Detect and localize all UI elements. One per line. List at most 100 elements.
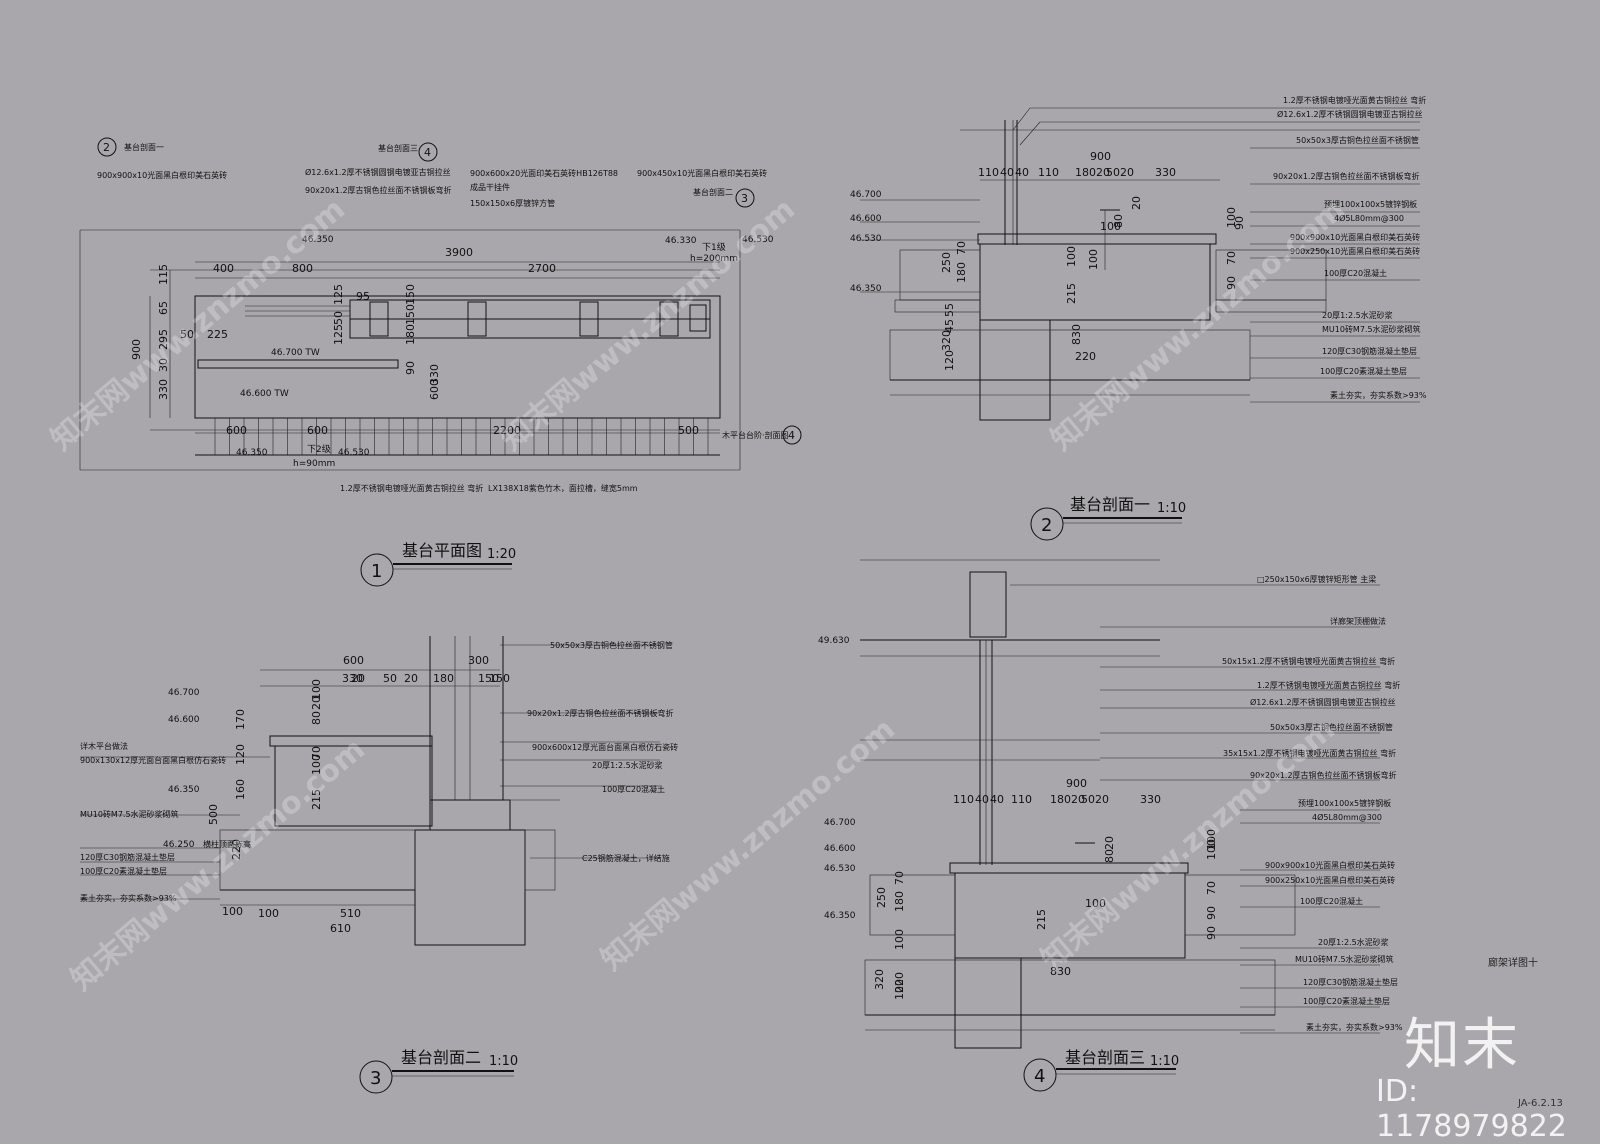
- material-note: □250x150x6厚镀锌矩形管 主梁: [1257, 574, 1376, 584]
- material-note: 900x250x10光面黑白根印美石英砖: [1265, 875, 1395, 885]
- callout-circle: [418, 142, 438, 162]
- dimension-label: 80: [310, 711, 323, 725]
- step-label: 下2级: [307, 443, 331, 455]
- material-note: MU10砖M7.5水泥砂浆砌筑: [1295, 954, 1394, 964]
- dimension-label: 95: [356, 290, 370, 303]
- dimension-label: 45: [943, 319, 956, 333]
- dimension-label: 40: [975, 793, 989, 806]
- view-num: 1: [371, 561, 382, 582]
- dimension-label: 110: [978, 166, 999, 179]
- dimension-label: 55: [943, 303, 956, 317]
- callout-number: 4: [424, 146, 431, 159]
- dimension-label: 330: [1140, 793, 1161, 806]
- dimension-label: 510: [340, 907, 361, 920]
- level-mark: 46.530: [850, 234, 882, 244]
- dimension-label: 100: [310, 754, 323, 775]
- material-note: 100厚C20素混凝土垫层: [1303, 996, 1390, 1006]
- dimension-label: 20: [310, 696, 323, 710]
- material-note: 900x450x10光面黑白根印美石英砖: [637, 168, 767, 178]
- callout-circle: [782, 425, 802, 445]
- level-mark: 46.530: [338, 448, 370, 458]
- material-note: 100厚C20素混凝土垫层: [1320, 366, 1407, 376]
- dimension-label: 150: [478, 672, 499, 685]
- dimension-label: 20: [404, 672, 418, 685]
- material-note: 900x900x10光面黑白根印美石英砖: [97, 170, 227, 180]
- material-note: MU10砖M7.5水泥砂浆砌筑: [80, 809, 179, 819]
- level-mark: 49.630: [818, 636, 850, 646]
- level-mark: 46.700: [824, 818, 856, 828]
- image-id-label: ID: 1178979822: [1376, 1074, 1567, 1144]
- material-note: 90x20x1.2厚古铜色拉丝面不锈钢板弯折: [1273, 171, 1420, 181]
- material-note: 成品干挂件: [470, 182, 510, 192]
- dimension-label: 70: [955, 241, 968, 255]
- dimension-label: 2200: [493, 424, 521, 437]
- dimension-label: 90: [1225, 276, 1238, 290]
- material-note: 90x20x1.2厚古铜色拉丝面不锈钢板弯折: [527, 708, 674, 718]
- dimension-label: 2700: [528, 262, 556, 275]
- material-note: 120厚C30钢筋混凝土垫层: [1303, 977, 1398, 987]
- material-note: 50x50x3厚古铜色拉丝面不锈钢管: [1270, 722, 1393, 732]
- dimension-label: 100: [310, 679, 323, 700]
- dimension-label: 100: [893, 929, 906, 950]
- material-note: LX138X18紫色竹木，面拉槽，缝宽5mm: [488, 483, 638, 493]
- level-mark: 46.330: [665, 236, 697, 246]
- dimension-label: 100: [1065, 246, 1078, 267]
- dimension-label: 330: [342, 672, 363, 685]
- dimension-label: 220: [893, 972, 906, 993]
- view-title: 基台剖面三: [1065, 1048, 1145, 1067]
- dimension-label: 250: [940, 252, 953, 273]
- level-mark: 46.700: [168, 688, 200, 698]
- dimension-label: 900: [1090, 150, 1111, 163]
- view-num: 3: [370, 1068, 381, 1089]
- dimension-label: 220: [1075, 350, 1096, 363]
- dimension-label: 180: [1050, 793, 1071, 806]
- material-note: 900x600x20光面印美石英砖HB126T88: [470, 168, 618, 178]
- dimension-label: 30: [157, 358, 170, 372]
- dimension-label: 215: [1065, 283, 1078, 304]
- level-mark: 46.600: [824, 844, 856, 854]
- material-note: Ø12.6x1.2厚不锈钢圆钢电镀亚古铜拉丝: [1277, 109, 1423, 119]
- dimension-label: 20: [1096, 166, 1110, 179]
- dimension-label: 50: [383, 672, 397, 685]
- material-note: 120厚C30钢筋混凝土垫层: [80, 852, 175, 862]
- dimension-label: 40: [1000, 166, 1014, 179]
- dimension-label: 90: [404, 361, 417, 375]
- dimension-label: 150: [489, 672, 510, 685]
- dimension-label: 330: [1155, 166, 1176, 179]
- dimension-label: 830: [1050, 965, 1071, 978]
- material-note: 20厚1:2.5水泥砂浆: [1322, 310, 1393, 320]
- material-note: 100厚C20素混凝土垫层: [80, 866, 167, 876]
- dimension-label: 100: [258, 907, 279, 920]
- level-mark: 46.350: [824, 911, 856, 921]
- dimension-label: 115: [157, 264, 170, 285]
- material-note: 150x150x6厚镀锌方管: [470, 198, 555, 208]
- dimension-label: 830: [1070, 324, 1083, 345]
- callout-circle: [735, 188, 755, 208]
- dimension-label: 3900: [445, 246, 473, 259]
- material-note: 900x130x12厚光面台面黑白根仿石瓷砖: [80, 755, 226, 765]
- level-mark: 46.350: [168, 785, 200, 795]
- dimension-label: 330: [157, 379, 170, 400]
- material-note: 100厚C20混凝土: [602, 784, 665, 794]
- dimension-label: 800: [292, 262, 313, 275]
- callout-circle: [97, 137, 117, 157]
- dimension-label: 500: [207, 804, 220, 825]
- dimension-label: 500: [678, 424, 699, 437]
- view-title: 基台剖面二: [401, 1048, 481, 1067]
- material-note: 900x900x10光面黑白根印美石英砖: [1290, 232, 1420, 242]
- dimension-label: 20: [351, 672, 365, 685]
- level-mark: 46.600: [168, 715, 200, 725]
- dimension-label: 100: [1205, 839, 1218, 860]
- dimension-label: 300: [468, 654, 489, 667]
- dimension-label: 50: [180, 328, 194, 341]
- dimension-label: 295: [157, 329, 170, 350]
- callout-label: 木平台台阶·剖面图: [722, 430, 789, 440]
- level-mark: 46.600 TW: [240, 389, 289, 399]
- material-note: 20厚1:2.5水泥砂浆: [592, 760, 663, 770]
- level-mark: 46.600: [850, 214, 882, 224]
- dimension-label: 330: [428, 364, 441, 385]
- material-note: 素土夯实，夯实系数>93%: [80, 893, 177, 903]
- dimension-label: 80: [1112, 214, 1125, 228]
